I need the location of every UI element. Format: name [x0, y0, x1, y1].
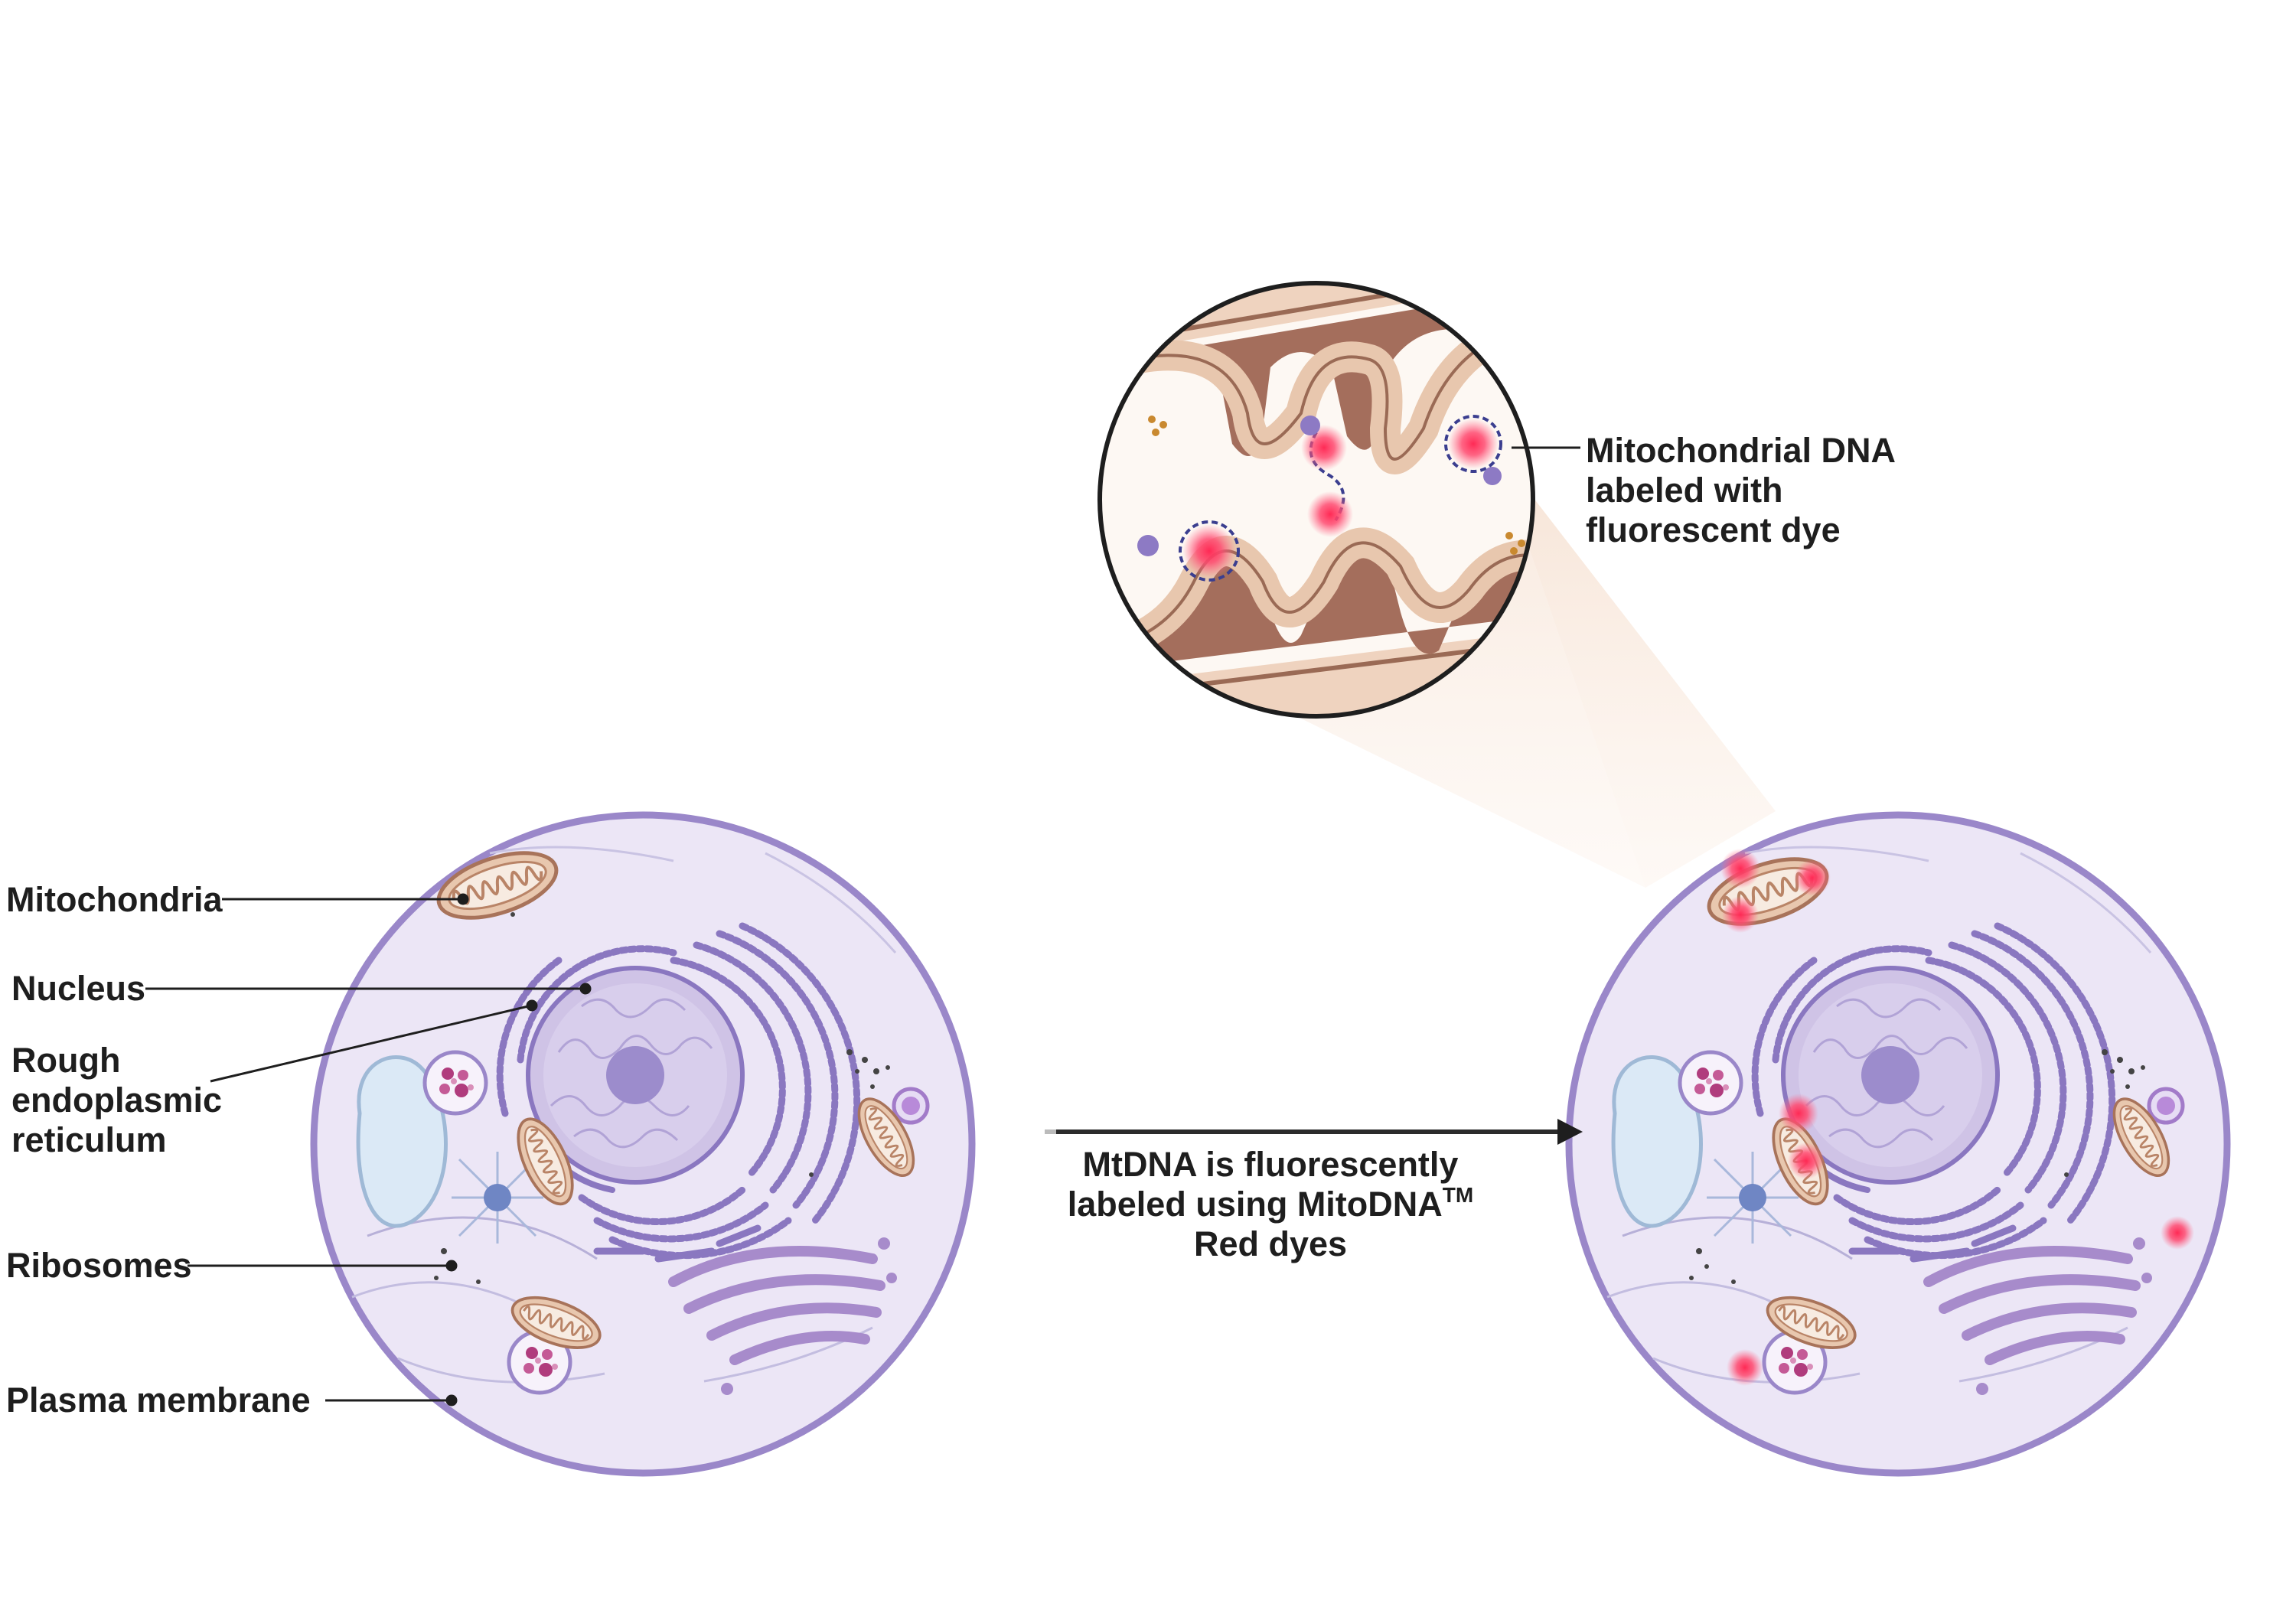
label-ribosomes: Ribosomes [6, 1246, 192, 1285]
mtdna-nucleoid [1179, 520, 1240, 582]
label-nucleus: Nucleus [11, 969, 146, 1008]
arrow-caption-line2: labeled using MitoDNATM [1026, 1185, 1515, 1224]
label-mitochondria: Mitochondria [6, 880, 223, 919]
zoom-callout-line3: fluorescent dye [1586, 510, 1841, 549]
label-rough-er-line2: endoplasmic [11, 1081, 223, 1120]
zoom-beam [1458, 341, 1776, 888]
process-arrow [1045, 1119, 1583, 1145]
zoom-callout-line2: labeled with [1586, 471, 1783, 510]
trademark-mark: TM [1442, 1183, 1474, 1207]
arrow-caption-line3: Red dyes [1193, 1224, 1348, 1263]
mtdna-nucleoid [1444, 415, 1502, 485]
label-plasma-membrane: Plasma membrane [6, 1380, 311, 1420]
mtdna-strand [1300, 416, 1353, 537]
zoom-callout-line1: Mitochondrial DNA [1586, 431, 1896, 470]
arrow-caption: MtDNA is fluorescently labeled using Mit… [1026, 1145, 1515, 1264]
normal-cell [314, 815, 972, 1473]
arrow-caption-line1: MtDNA is fluorescently [1082, 1145, 1459, 1184]
zoom-circle [1097, 281, 1535, 719]
labeled-cell [1569, 815, 2227, 1473]
arrow-caption-line2-text: labeled using MitoDNA [1067, 1185, 1443, 1224]
zoom-callout-label: Mitochondrial DNA labeled with fluoresce… [1586, 431, 1896, 550]
label-rough-er-line1: Rough [11, 1041, 121, 1080]
label-rough-er-line3: reticulum [11, 1120, 167, 1159]
leader-lines [145, 446, 1580, 1407]
fluorescent-spots [1720, 849, 2194, 1386]
label-rough-er: Rough endoplasmic reticulum [11, 1041, 222, 1160]
